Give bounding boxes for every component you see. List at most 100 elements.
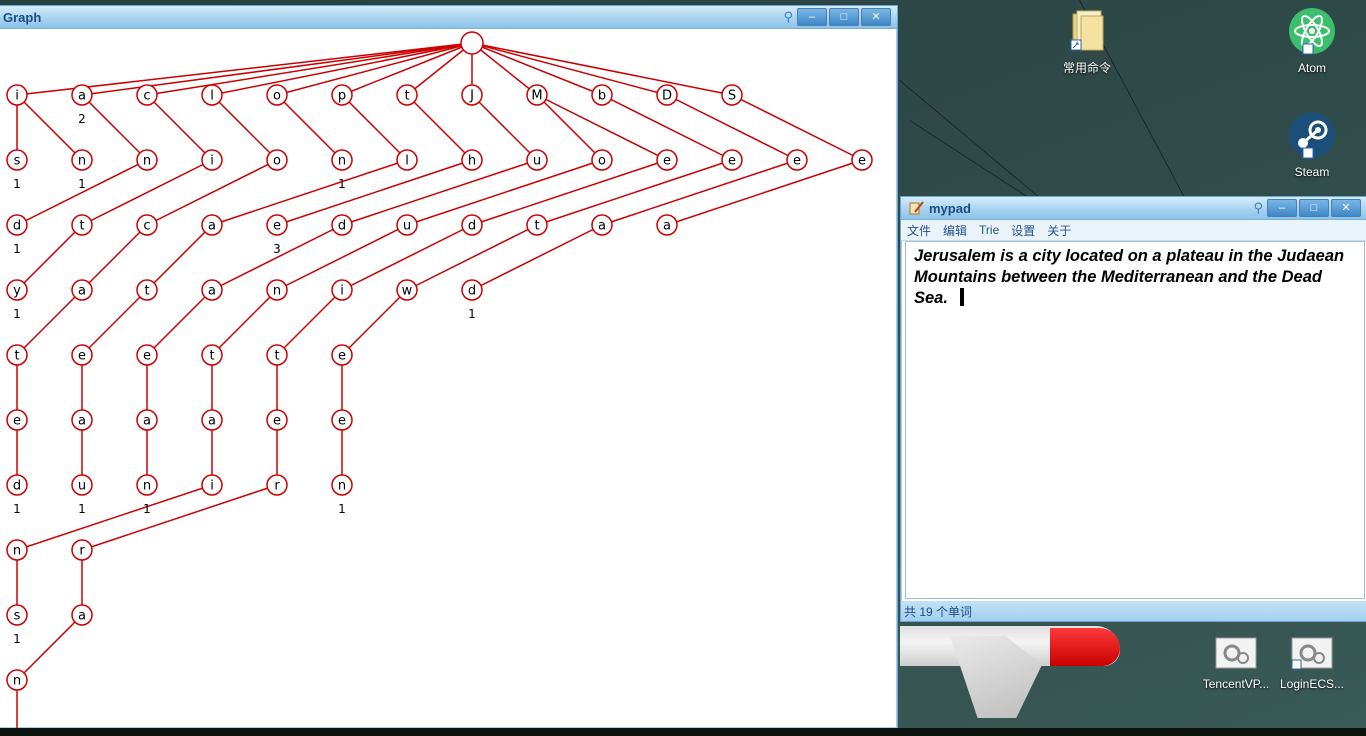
trie-edge [146,42,473,96]
trie-node-label: n [143,154,151,169]
menu-file[interactable]: 文件 [907,223,932,238]
trie-node [591,84,613,106]
trie-node-label: a [78,414,86,429]
menu-edit[interactable]: 编辑 [943,223,968,238]
minimize-button[interactable]: – [1267,199,1297,217]
desktop-icon-atom[interactable]: Atom [1272,6,1352,75]
trie-node-label: e [338,349,346,364]
trie-node [136,84,158,106]
trie-node [266,84,288,106]
trie-node-label: d [13,479,21,494]
trie-edge [81,159,213,226]
trie-node-label: u [78,479,86,494]
gear-icon [1215,637,1257,669]
pin-icon[interactable]: ⚲ [1253,200,1263,215]
trie-node [6,604,28,626]
trie-edge [211,42,473,96]
mypad-titlebar[interactable]: mypad ⚲ – □ ✕ [901,197,1366,220]
trie-node [656,214,678,236]
trie-node [396,149,418,171]
trie-edge [471,224,603,291]
trie-node [71,474,93,496]
trie-word-count: 2 [78,112,86,126]
trie-node [136,409,158,431]
trie-node-label: s [14,154,21,169]
trie-edge [731,94,863,161]
trie-node-label: b [598,89,606,104]
trie-node-label: n [13,674,21,689]
close-button[interactable]: ✕ [1331,199,1361,217]
text-editor[interactable]: Jerusalem is a city located on a plateau… [905,241,1365,599]
trie-node [201,149,223,171]
trie-node [71,344,93,366]
desktop-icon-steam[interactable]: Steam [1272,110,1352,179]
pin-icon[interactable]: ⚲ [783,9,793,24]
trie-edge [16,484,213,551]
trie-edge [276,224,408,291]
mypad-window[interactable]: mypad ⚲ – □ ✕ 文件 编辑 Trie 设置 关于 Jerusalem… [900,196,1366,622]
menu-settings[interactable]: 设置 [1011,223,1036,238]
trie-word-count: 1 [78,502,86,516]
trie-edge [341,289,408,356]
trie-node-label: i [15,89,19,104]
menu-about[interactable]: 关于 [1047,223,1072,238]
trie-node-label: n [78,154,86,169]
trie-node-label: p [338,89,346,104]
trie-edge [276,289,343,356]
menu-trie[interactable]: Trie [979,223,1000,237]
desktop-icon-loginecs[interactable]: LoginECS... [1272,636,1352,691]
trie-node [201,214,223,236]
graph-titlebar[interactable]: Graph ⚲ – □ ✕ [0,6,897,29]
trie-node [6,474,28,496]
trie-node-label: e [78,349,86,364]
trie-word-count: 1 [13,242,21,256]
trie-node [721,84,743,106]
trie-node-label: o [273,154,281,169]
trie-edge [81,484,278,551]
trie-node-label: e [143,349,151,364]
editor-content: Jerusalem is a city located on a plateau… [914,247,1345,307]
trie-edge [406,94,473,161]
desktop-icon-commands[interactable]: 常用命令 [1047,8,1127,76]
trie-edge [471,159,668,226]
trie-edge [666,94,798,161]
minimize-button[interactable]: – [797,8,827,26]
trie-node [266,474,288,496]
trie-node [71,604,93,626]
maximize-button[interactable]: □ [1299,199,1329,217]
trie-node [786,149,808,171]
close-button[interactable]: ✕ [861,8,891,26]
trie-word-count: 3 [273,242,281,256]
trie-node [331,84,353,106]
trie-node-label: y [13,284,21,299]
airplane-wallpaper [900,620,1130,720]
atom-icon [1289,8,1335,55]
trie-node-label: r [274,479,280,494]
trie-edge [16,614,83,681]
trie-node [266,409,288,431]
trie-node-label: h [468,154,476,169]
trie-node [461,84,483,106]
trie-node [6,84,28,106]
trie-node [851,149,873,171]
trie-node [201,344,223,366]
window-title: Graph [3,9,42,25]
trie-node-label: t [274,349,279,364]
trie-node-label: o [273,89,281,104]
trie-node-label: e [858,154,866,169]
maximize-button[interactable]: □ [829,8,859,26]
trie-node-label: t [534,219,539,234]
trie-edge [211,159,408,226]
trie-edge [211,224,343,291]
trie-edge [341,42,473,96]
trie-edge [471,42,668,96]
trie-node [656,84,678,106]
trie-word-count: 1 [13,307,21,321]
desktop-icon-label: 常用命令 [1062,61,1111,75]
trie-node [136,474,158,496]
trie-node [396,214,418,236]
desktop-icon-tencentvp[interactable]: TencentVP... [1196,636,1276,691]
trie-node-label: w [402,284,413,299]
